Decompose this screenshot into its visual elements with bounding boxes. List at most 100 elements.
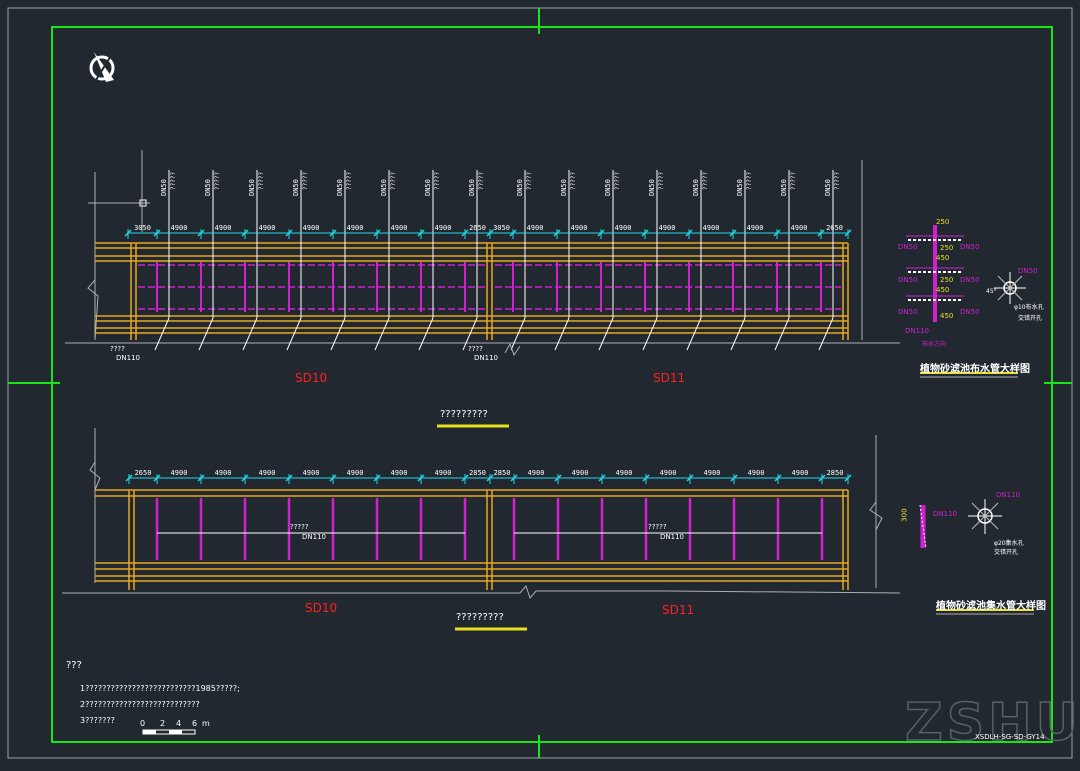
detail-angle: 45° bbox=[986, 288, 997, 295]
inlet-branch bbox=[818, 317, 834, 351]
bottom-dim-5: 4900 bbox=[347, 469, 364, 477]
drawing-number: XSDLH-SG-SD-GY14 bbox=[975, 733, 1045, 741]
riser-label-5: DN50 bbox=[380, 179, 388, 196]
bottom-dim-9: 2850 bbox=[494, 469, 511, 477]
detail-title-top: 植物砂滤池布水管大样图 bbox=[920, 364, 1030, 375]
section-label-sd10-top: SD10 bbox=[295, 371, 328, 385]
detail-dim-1: 250 bbox=[936, 218, 950, 226]
bottom-dim-11: 4900 bbox=[572, 469, 589, 477]
riser-note-13: ????? bbox=[746, 172, 753, 190]
detail-dim-5: 450 bbox=[936, 286, 950, 294]
pipe-note-1: ????? bbox=[290, 523, 309, 531]
riser-note-12: ????? bbox=[702, 172, 709, 190]
inlet-branch bbox=[198, 317, 214, 351]
riser-note-8: ????? bbox=[526, 172, 533, 190]
top-plan-view: DN50?????DN50?????DN50?????DN50?????DN50… bbox=[65, 150, 900, 357]
top-dim-9: 3050 bbox=[493, 224, 510, 232]
riser-label-13: DN50 bbox=[736, 179, 744, 196]
detail-b-hole: φ20集水孔 bbox=[994, 540, 1024, 547]
scale-bar bbox=[142, 729, 196, 735]
watermark: ZSHU bbox=[905, 693, 1080, 753]
riser-label-3: DN50 bbox=[292, 179, 300, 196]
detail-title-bottom: 植物砂滤池集水管大样图 bbox=[936, 601, 1046, 612]
top-dim-6: 4900 bbox=[391, 224, 408, 232]
bottom-dim-6: 4900 bbox=[391, 469, 408, 477]
inlet-branch bbox=[462, 317, 478, 351]
scale-unit: m bbox=[202, 719, 210, 728]
section-label-sd10-bottom: SD10 bbox=[305, 601, 338, 615]
scale-0: 0 bbox=[140, 719, 146, 728]
riser-label-2: DN50 bbox=[248, 179, 256, 196]
riser-note-1: ????? bbox=[214, 172, 221, 190]
bottom-dim-4: 4900 bbox=[303, 469, 320, 477]
riser-label-15: DN50 bbox=[824, 179, 832, 196]
riser-label-10: DN50 bbox=[604, 179, 612, 196]
riser-label-8: DN50 bbox=[516, 179, 524, 196]
inner-border bbox=[51, 26, 1053, 743]
detail-hole-note2: 交错开孔 bbox=[1018, 315, 1043, 322]
scale-4: 4 bbox=[176, 719, 182, 728]
bottom-dim-12: 4900 bbox=[616, 469, 633, 477]
detail-pipe-label-3: DN50 bbox=[898, 276, 918, 284]
detail-hole-note: φ10布水孔 bbox=[1014, 304, 1044, 311]
riser-note-0: ????? bbox=[170, 172, 177, 190]
inlet-branch bbox=[730, 317, 746, 351]
plan-title-top: ????????? bbox=[440, 409, 488, 420]
detail-pipe-label-6: DN50 bbox=[960, 308, 980, 316]
pipe-label-1: DN110 bbox=[302, 533, 326, 541]
top-dim-13: 4900 bbox=[659, 224, 676, 232]
riser-note-11: ????? bbox=[658, 172, 665, 190]
inlet-note-1: ???? bbox=[110, 345, 125, 353]
scale-6: 6 bbox=[192, 719, 198, 728]
top-dim-17: 2650 bbox=[826, 224, 843, 232]
notes-heading: ??? bbox=[66, 660, 82, 671]
notes-line-3: 3??????? bbox=[80, 716, 115, 725]
collection-pipe-detail bbox=[919, 499, 1002, 549]
top-dim-15: 4900 bbox=[747, 224, 764, 232]
notes-line-2: 2??????????????????????????? bbox=[80, 700, 200, 709]
bottom-dim-10: 4900 bbox=[528, 469, 545, 477]
detail-flow-note: 布水方向 bbox=[922, 341, 947, 348]
inlet-note-2: ???? bbox=[468, 345, 483, 353]
top-dim-5: 4900 bbox=[347, 224, 364, 232]
top-dim-10: 4900 bbox=[527, 224, 544, 232]
riser-note-15: ????? bbox=[834, 172, 841, 190]
detail-b-right: DN110 bbox=[996, 491, 1020, 499]
top-dim-3: 4900 bbox=[259, 224, 276, 232]
detail-pipe-label-4: DN50 bbox=[960, 276, 980, 284]
top-dim-0: 3050 bbox=[134, 224, 151, 232]
riser-label-1: DN50 bbox=[204, 179, 212, 196]
notes-line-1: 1??????????????????????????1985?????; bbox=[80, 684, 240, 693]
inlet-branch bbox=[374, 317, 390, 351]
pipe-label-2: DN110 bbox=[660, 533, 684, 541]
pipe-note-2: ????? bbox=[648, 523, 667, 531]
bottom-dim-3: 4900 bbox=[259, 469, 276, 477]
bottom-dim-8: 2850 bbox=[469, 469, 486, 477]
inlet-branch bbox=[418, 317, 434, 351]
detail-dim-6: 450 bbox=[940, 312, 954, 320]
bottom-dim-7: 4900 bbox=[435, 469, 452, 477]
detail-pipe-label-1: DN50 bbox=[898, 243, 918, 251]
riser-label-6: DN50 bbox=[424, 179, 432, 196]
distribution-pipe-detail bbox=[906, 225, 1026, 322]
detail-dim-2: 250 bbox=[940, 244, 954, 252]
riser-label-9: DN50 bbox=[560, 179, 568, 196]
detail-pipe-label-2: DN50 bbox=[960, 243, 980, 251]
detail-dim-3: 450 bbox=[936, 254, 950, 262]
riser-label-7: DN50 bbox=[468, 179, 476, 196]
riser-note-4: ????? bbox=[346, 172, 353, 190]
bottom-dim-17: 2850 bbox=[827, 469, 844, 477]
bottom-dim-13: 4900 bbox=[660, 469, 677, 477]
top-dim-7: 4900 bbox=[435, 224, 452, 232]
inlet-branch bbox=[154, 317, 170, 351]
riser-label-0: DN50 bbox=[160, 179, 168, 196]
section-label-sd11-top: SD11 bbox=[653, 371, 686, 385]
detail-b-pipe: DN110 bbox=[933, 510, 957, 518]
top-dim-2: 4900 bbox=[215, 224, 232, 232]
detail-b-hole2: 交错开孔 bbox=[994, 549, 1019, 556]
detail-dim-4: 250 bbox=[940, 276, 954, 284]
inlet-branch bbox=[642, 317, 658, 351]
